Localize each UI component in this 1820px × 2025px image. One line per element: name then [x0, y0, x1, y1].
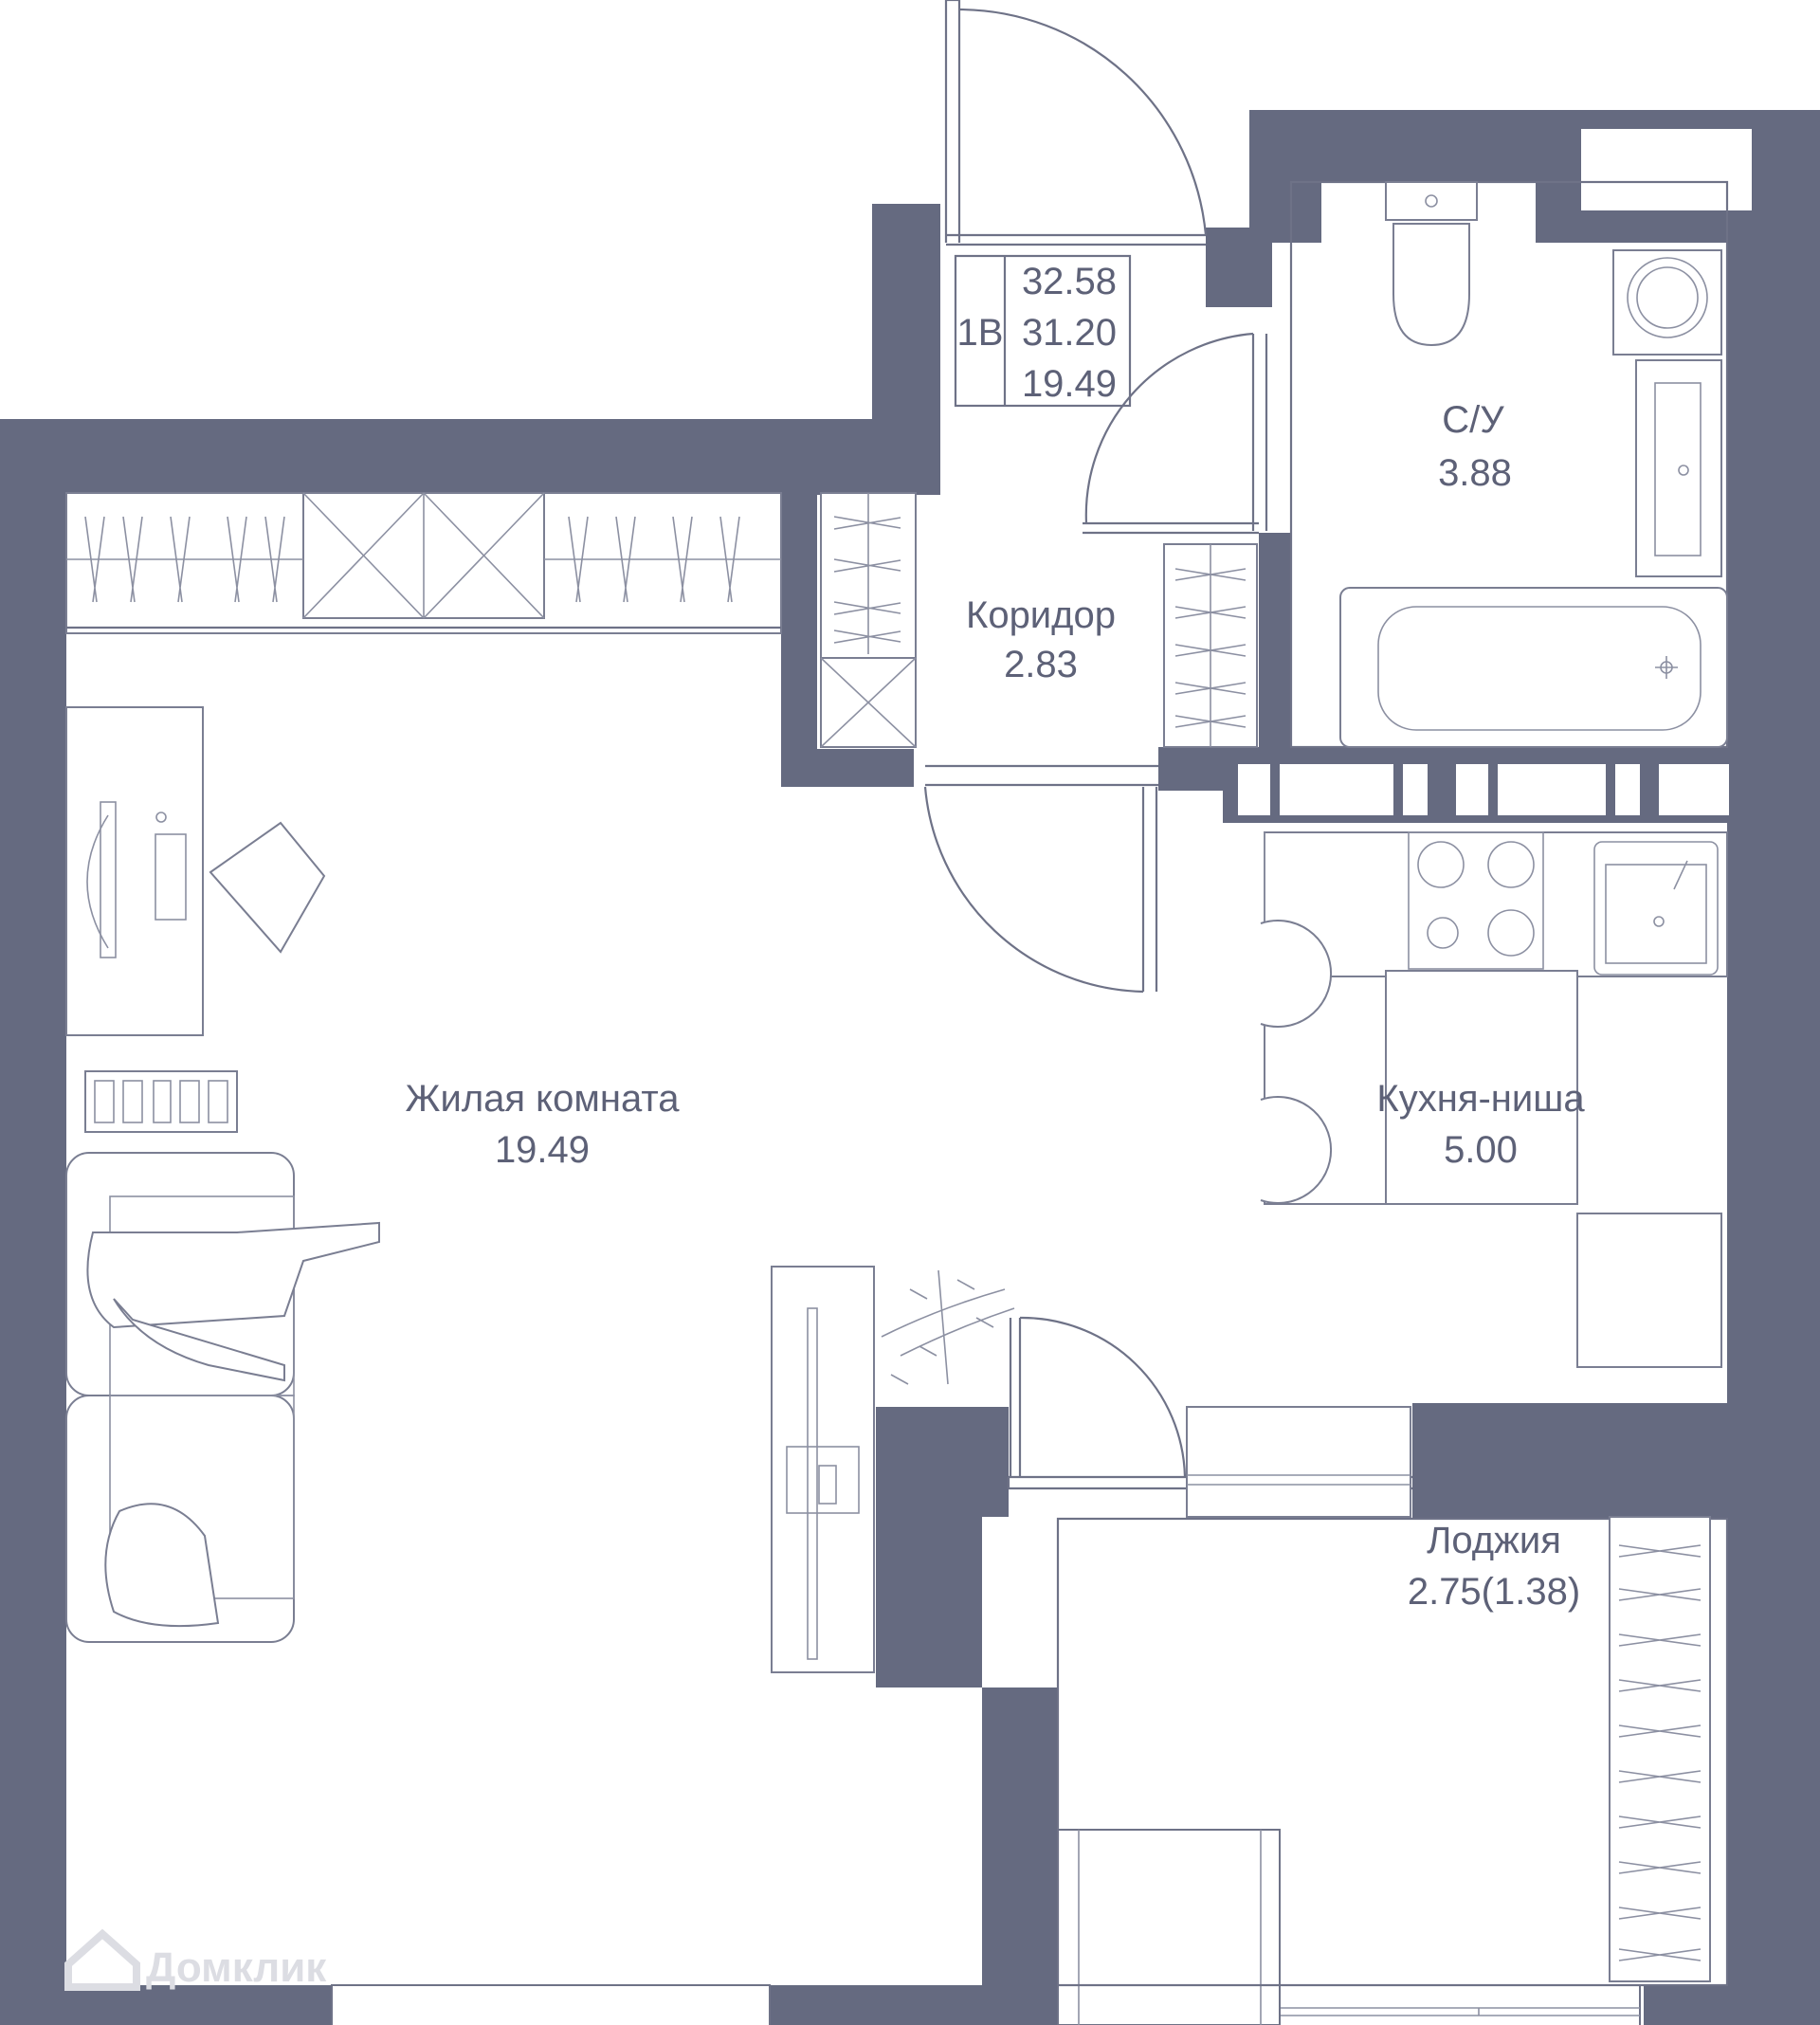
bathroom-fixtures: [1339, 181, 1728, 748]
windows: [331, 0, 1752, 2025]
room-kitchen-name: Кухня-ниша: [1376, 1078, 1585, 1120]
house-icon: [64, 1928, 140, 1991]
wardrobe-loggia: [1609, 1516, 1711, 1982]
room-bathroom-area: 3.88: [1438, 452, 1512, 494]
wardrobe-living: [65, 492, 782, 634]
room-corridor-area: 2.83: [1004, 644, 1078, 685]
type-label: 1В: [957, 312, 1004, 354]
plant-icon: [881, 1269, 1015, 1385]
room-loggia-name: Лоджия: [1427, 1520, 1561, 1561]
area-without-loggia: 31.20: [1022, 312, 1117, 354]
watermark: Домклик: [64, 1928, 327, 1991]
wardrobe-corridor: [820, 492, 1258, 748]
room-loggia-area: 2.75(1.38): [1408, 1571, 1580, 1613]
room-living-area: 19.49: [495, 1129, 590, 1171]
watermark-text: Домклик: [146, 1944, 327, 1991]
room-living-name: Жилая комната: [406, 1078, 681, 1120]
living-area: 19.49: [1022, 363, 1117, 405]
room-bathroom-name: С/У: [1442, 399, 1504, 441]
living-furniture: [65, 706, 1015, 1673]
kitchen-fixtures: [1260, 831, 1728, 1368]
room-kitchen-area: 5.00: [1444, 1129, 1518, 1171]
summary-box: 1В 32.58 31.20 19.49: [954, 254, 1132, 408]
room-corridor-name: Коридор: [966, 594, 1116, 636]
room-labels: С/У 3.88 Коридор 2.83 Жилая комната 19.4…: [406, 399, 1586, 1613]
total-area: 32.58: [1022, 261, 1117, 302]
